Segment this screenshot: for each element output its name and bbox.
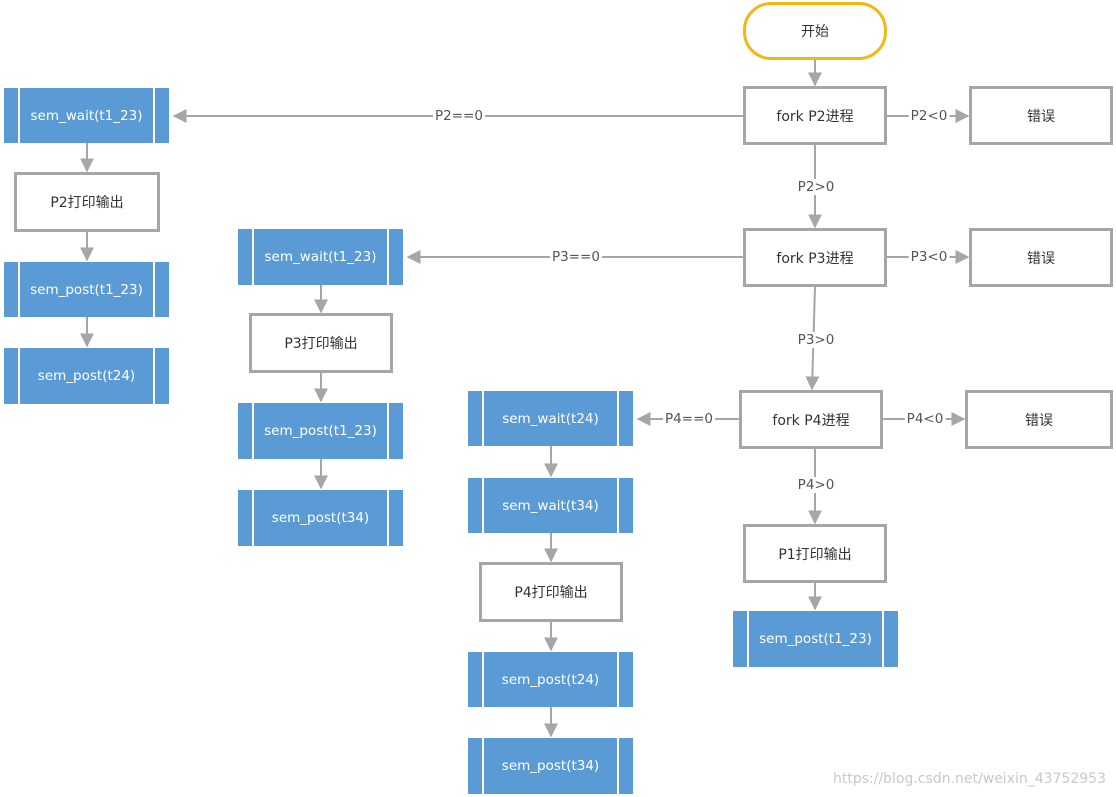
- watermark: https://blog.csdn.net/weixin_43752953: [832, 771, 1106, 787]
- p2-post-t24-label: sem_post(t24): [37, 368, 136, 384]
- edge-label-p4-gt0: P4>0: [795, 477, 837, 493]
- p3-print-label: P3打印输出: [284, 336, 358, 352]
- fork-p2-label: fork P2进程: [776, 108, 854, 125]
- edge-label-p3-gt0: P3>0: [795, 332, 837, 348]
- p4-wait-t24-label: sem_wait(t24): [502, 410, 599, 427]
- error-p3-node: 错误: [969, 228, 1113, 287]
- p4-wait-t24-node: sem_wait(t24): [466, 391, 635, 446]
- error-p2-node: 错误: [969, 86, 1113, 145]
- p2-post-t1-23-node: sem_post(t1_23): [2, 262, 171, 317]
- p1-print-node: P1打印输出: [743, 524, 887, 583]
- p3-post-t34-node: sem_post(t34): [236, 490, 405, 546]
- edge-label-p3-lt0: P3<0: [908, 249, 950, 265]
- p1-print-label: P1打印输出: [778, 546, 852, 563]
- start-label: 开始: [801, 24, 829, 40]
- p1-post-t1-23-node: sem_post(t1_23): [731, 611, 900, 667]
- edge-label-p4-lt0: P4<0: [904, 411, 946, 427]
- p4-post-t34-node: sem_post(t34): [466, 738, 635, 794]
- p2-print-label: P2打印输出: [50, 195, 124, 211]
- edge-label-p4-eq0: P4==0: [663, 411, 715, 427]
- edge-label-p2-lt0: P2<0: [908, 108, 950, 124]
- p4-print-node: P4打印输出: [479, 562, 623, 622]
- p2-post-t1-23-label: sem_post(t1_23): [30, 281, 143, 298]
- p2-wait-t1-23-node: sem_wait(t1_23): [2, 88, 171, 143]
- fork-p4-node: fork P4进程: [739, 390, 883, 449]
- error-p2-label: 错误: [1027, 108, 1055, 125]
- fork-p2-node: fork P2进程: [743, 86, 887, 145]
- p1-post-t1-23-label: sem_post(t1_23): [759, 631, 872, 647]
- p3-post-t34-label: sem_post(t34): [271, 510, 370, 526]
- fork-p3-node: fork P3进程: [743, 228, 887, 287]
- p4-post-t34-label: sem_post(t34): [501, 758, 600, 774]
- p4-print-label: P4打印输出: [514, 585, 588, 601]
- p3-post-t1-23-node: sem_post(t1_23): [236, 403, 405, 459]
- p3-post-t1-23-label: sem_post(t1_23): [264, 423, 377, 439]
- p3-wait-t1-23-label: sem_wait(t1_23): [264, 249, 377, 265]
- p4-wait-t34-node: sem_wait(t34): [466, 478, 635, 533]
- edge-label-p2-gt0: P2>0: [795, 179, 837, 195]
- fork-p3-label: fork P3进程: [776, 250, 854, 267]
- p4-post-t24-node: sem_post(t24): [466, 652, 635, 707]
- p2-print-node: P2打印输出: [14, 172, 160, 232]
- fork-p4-label: fork P4进程: [772, 412, 850, 429]
- edge-label-p2-eq0: P2==0: [433, 108, 485, 124]
- p2-post-t24-node: sem_post(t24): [2, 348, 171, 404]
- error-p3-label: 错误: [1027, 250, 1055, 267]
- edge-label-p3-eq0: P3==0: [550, 249, 602, 265]
- p2-wait-t1-23-label: sem_wait(t1_23): [30, 107, 143, 124]
- error-p4-label: 错误: [1025, 412, 1053, 429]
- p4-post-t24-label: sem_post(t24): [501, 671, 600, 688]
- p4-wait-t34-label: sem_wait(t34): [502, 497, 599, 514]
- error-p4-node: 错误: [965, 390, 1113, 449]
- p3-print-node: P3打印输出: [249, 313, 393, 373]
- start-node: 开始: [743, 2, 887, 60]
- p3-wait-t1-23-node: sem_wait(t1_23): [236, 229, 405, 285]
